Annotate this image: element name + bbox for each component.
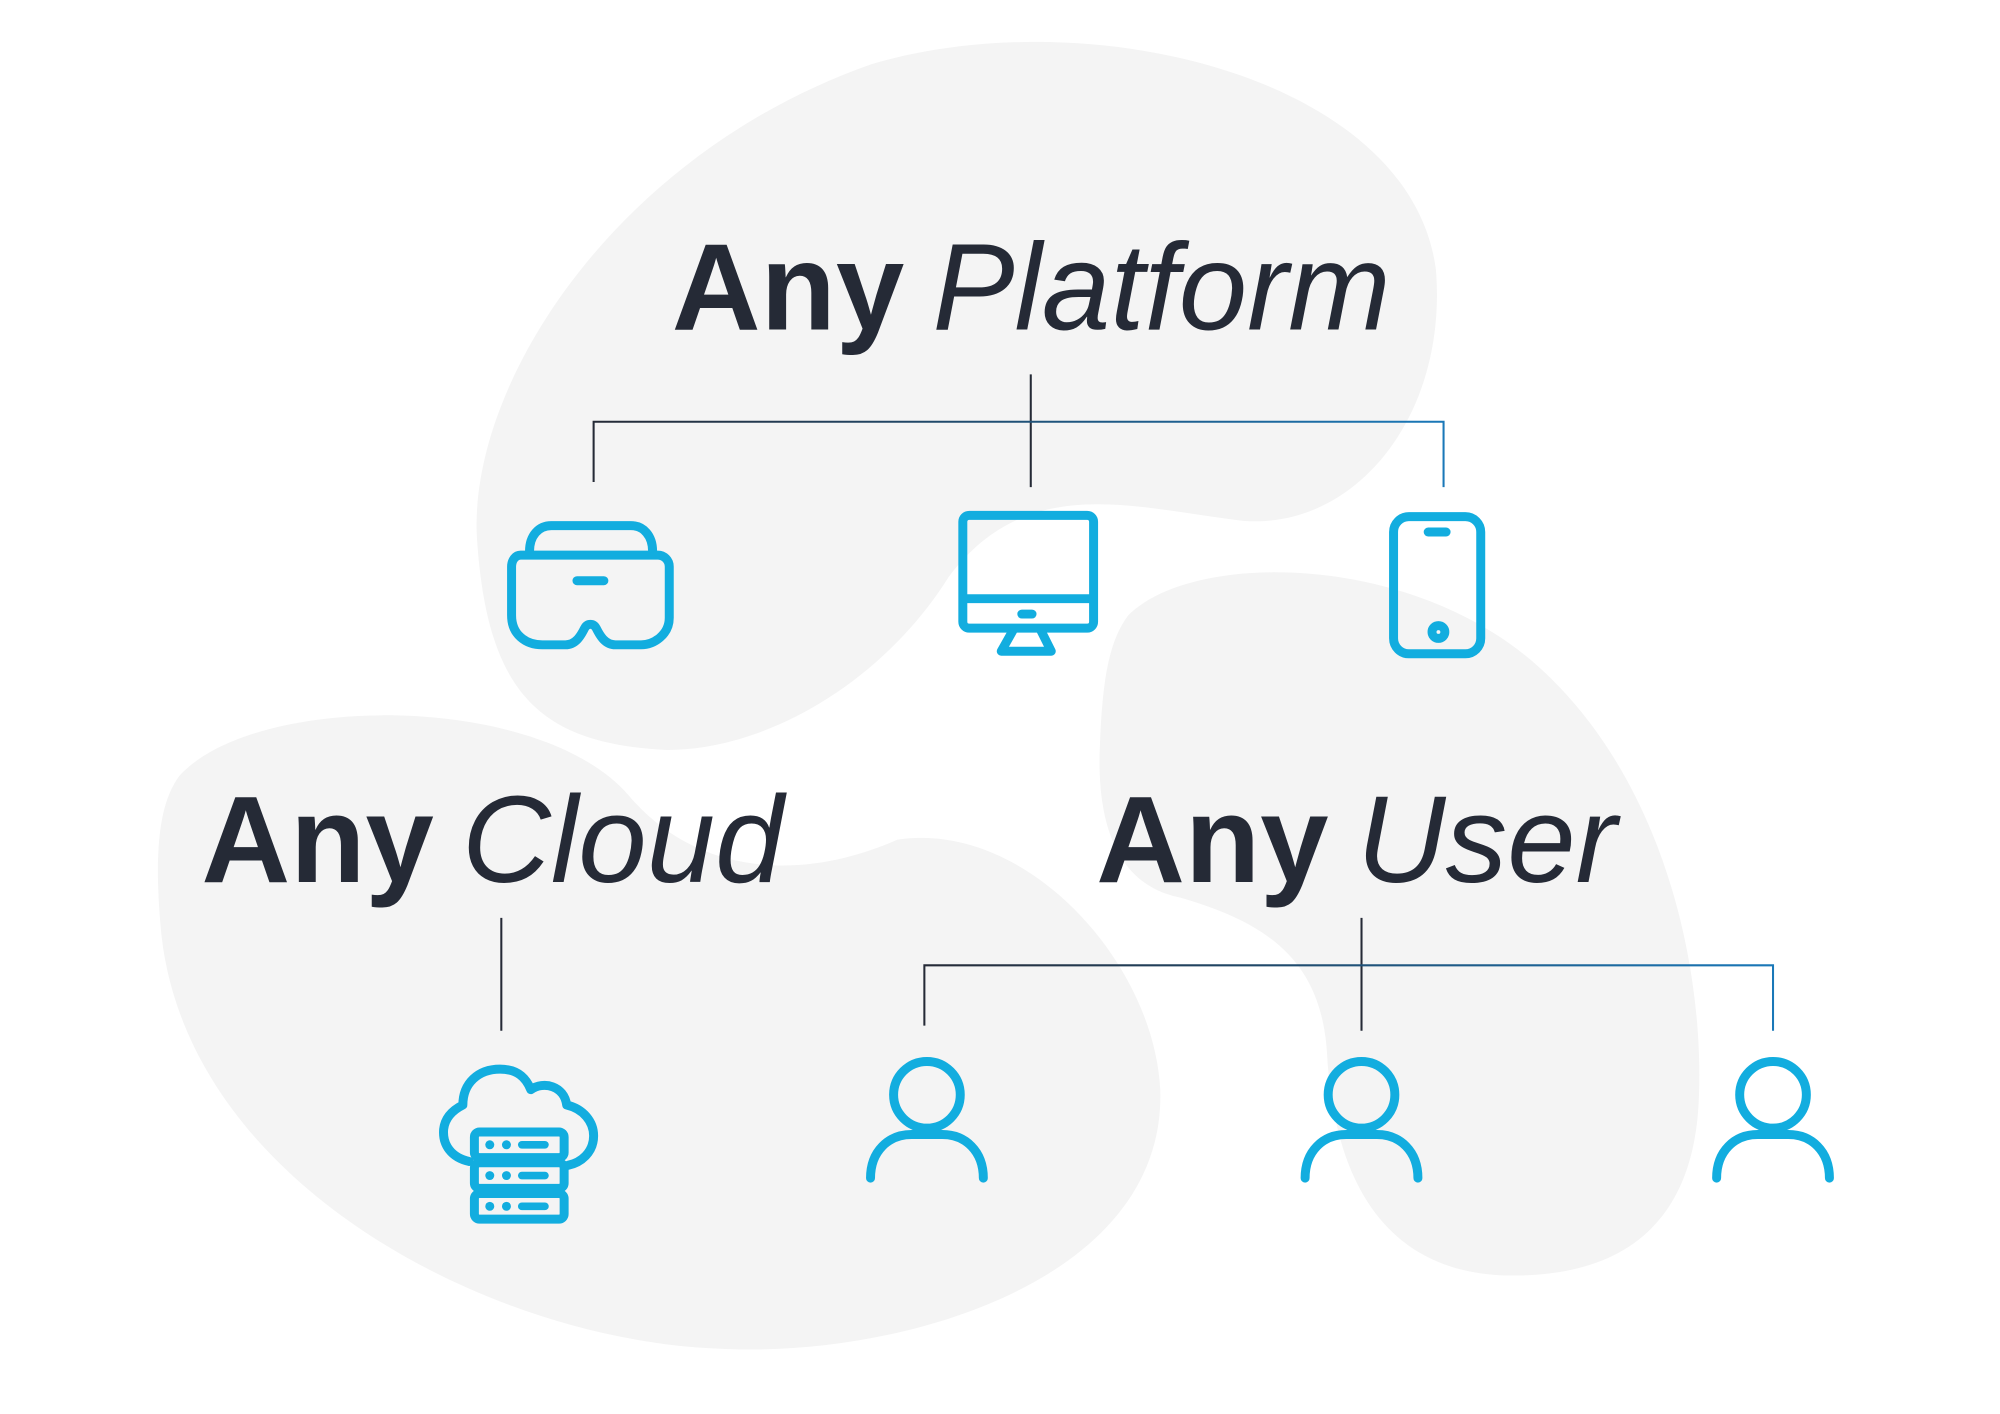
user-connector bbox=[923, 917, 1775, 1031]
user-icon bbox=[866, 1056, 988, 1183]
heading-user: User bbox=[1357, 772, 1622, 909]
heading-platform: Platform bbox=[932, 219, 1390, 356]
user-blob bbox=[1099, 572, 1700, 1276]
user-icon bbox=[1712, 1056, 1834, 1183]
heading-any: Any bbox=[672, 219, 904, 356]
cloud-server-icon bbox=[439, 1064, 599, 1224]
heading-any: Any bbox=[1096, 772, 1328, 909]
heading-cloud: Cloud bbox=[462, 772, 787, 909]
cloud-blob bbox=[157, 715, 1161, 1350]
background-blobs bbox=[157, 41, 1700, 1350]
user-icon bbox=[1300, 1056, 1423, 1183]
platform-blob bbox=[476, 41, 1437, 750]
smartphone-icon bbox=[1389, 512, 1486, 659]
heading-any: Any bbox=[201, 772, 433, 909]
vr-headset-icon bbox=[507, 521, 674, 650]
desktop-monitor-icon bbox=[958, 510, 1099, 656]
platform-connector bbox=[592, 374, 1445, 488]
